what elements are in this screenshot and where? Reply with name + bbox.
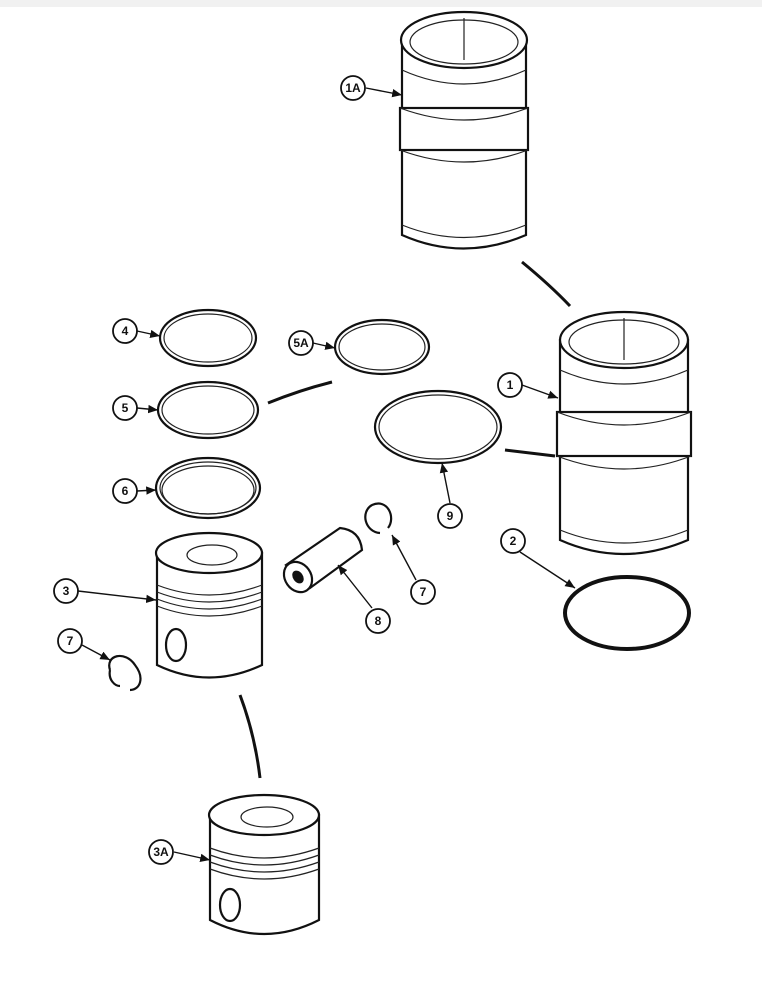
callout-5a: 5A xyxy=(288,330,314,356)
oil-ring-6 xyxy=(154,456,262,520)
second-ring-5a xyxy=(333,318,431,376)
svg-text:2: 2 xyxy=(510,534,517,548)
liner-seal-2 xyxy=(563,575,691,651)
cylinder-liner-1 xyxy=(555,310,693,556)
svg-text:5: 5 xyxy=(122,401,129,415)
flow-arrow-ring xyxy=(267,380,333,405)
svg-text:7: 7 xyxy=(420,585,427,599)
svg-text:4: 4 xyxy=(122,324,129,338)
callout-4: 4 xyxy=(112,318,138,344)
callout-2: 2 xyxy=(500,528,526,554)
callout-3a: 3A xyxy=(148,839,174,865)
svg-text:6: 6 xyxy=(122,484,129,498)
piston-pin-8 xyxy=(282,526,364,594)
svg-text:3A: 3A xyxy=(153,845,169,859)
top-strip xyxy=(0,0,762,7)
flow-arrow-o-ring xyxy=(504,448,556,458)
callout-1a: 1A xyxy=(340,75,366,101)
svg-text:3: 3 xyxy=(63,584,70,598)
svg-text:7: 7 xyxy=(67,634,74,648)
top-ring-4 xyxy=(158,308,258,368)
callout-7-right: 7 xyxy=(410,579,436,605)
callout-1: 1 xyxy=(497,372,523,398)
svg-text:1: 1 xyxy=(507,378,514,392)
callout-3: 3 xyxy=(53,578,79,604)
svg-text:1A: 1A xyxy=(345,81,361,95)
callout-6: 6 xyxy=(112,478,138,504)
second-ring-5 xyxy=(156,380,260,440)
callout-9: 9 xyxy=(437,503,463,529)
svg-text:8: 8 xyxy=(375,614,382,628)
cylinder-liner-1a xyxy=(398,10,530,250)
callout-7-left: 7 xyxy=(57,628,83,654)
retainer-7-right xyxy=(364,502,393,535)
flow-arrow-liner xyxy=(521,260,572,308)
piston-3a xyxy=(207,793,321,935)
retainer-7-left xyxy=(108,654,142,692)
callout-5: 5 xyxy=(112,395,138,421)
svg-text:5A: 5A xyxy=(293,336,309,350)
flow-arrow-piston xyxy=(238,694,262,779)
liner-o-ring-9 xyxy=(373,389,503,465)
svg-text:9: 9 xyxy=(447,509,454,523)
piston-3 xyxy=(154,531,264,679)
callout-8: 8 xyxy=(365,608,391,634)
